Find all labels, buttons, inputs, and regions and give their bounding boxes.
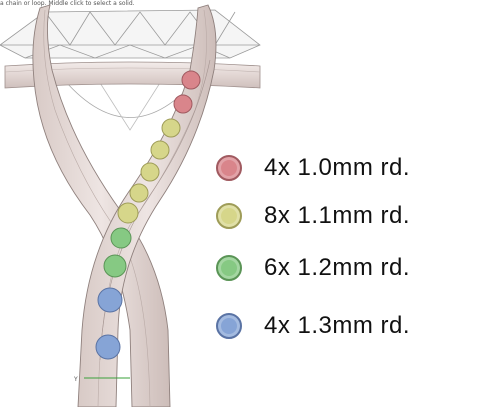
svg-text:Y: Y: [73, 376, 78, 383]
status-hint-text: a chain or loop. Middle click to select …: [0, 0, 135, 7]
axis-indicator: Y: [73, 376, 130, 383]
channel-gems: [95, 70, 201, 360]
